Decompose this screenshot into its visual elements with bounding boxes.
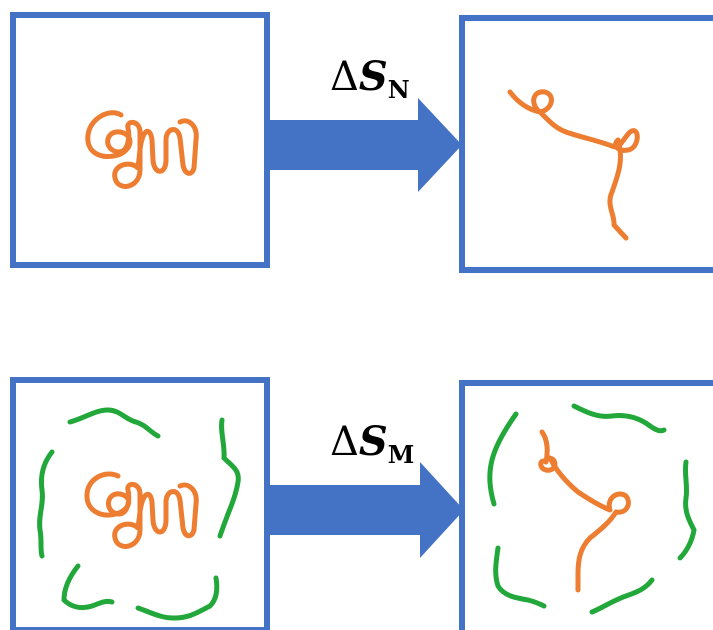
bottom-subscript: M (388, 440, 415, 469)
top-transition-label: ΔSN (330, 53, 410, 104)
top-symbol: S (359, 53, 388, 100)
top-subscript: N (388, 75, 410, 104)
bottom-transition-label: ΔSM (330, 418, 414, 469)
extended-polymer (507, 89, 640, 241)
solvent-chain (67, 407, 161, 439)
solvent-chain (493, 545, 547, 609)
bottom-right-box (459, 380, 713, 630)
top-row: ΔSN (10, 12, 713, 273)
solvent-chain (37, 449, 55, 559)
solvent-chain (571, 403, 667, 434)
extended-polymer (538, 429, 631, 593)
bottom-arrow (270, 462, 464, 558)
top-right-box (459, 15, 713, 273)
solvent-chain (487, 411, 519, 507)
top-delta: Δ (330, 54, 359, 100)
solvent-chain (589, 577, 655, 615)
top-arrow (267, 98, 462, 192)
bottom-delta: Δ (330, 419, 359, 465)
bottom-symbol: S (359, 418, 388, 465)
bottom-row: ΔSM (10, 377, 713, 630)
solvent-chain (677, 459, 697, 561)
bottom-left-box (10, 377, 270, 630)
coiled-polymer (84, 471, 199, 549)
solvent-chain (135, 575, 220, 621)
coiled-polymer (85, 110, 199, 189)
solvent-chain (61, 563, 115, 611)
solvent-chain (217, 417, 241, 539)
